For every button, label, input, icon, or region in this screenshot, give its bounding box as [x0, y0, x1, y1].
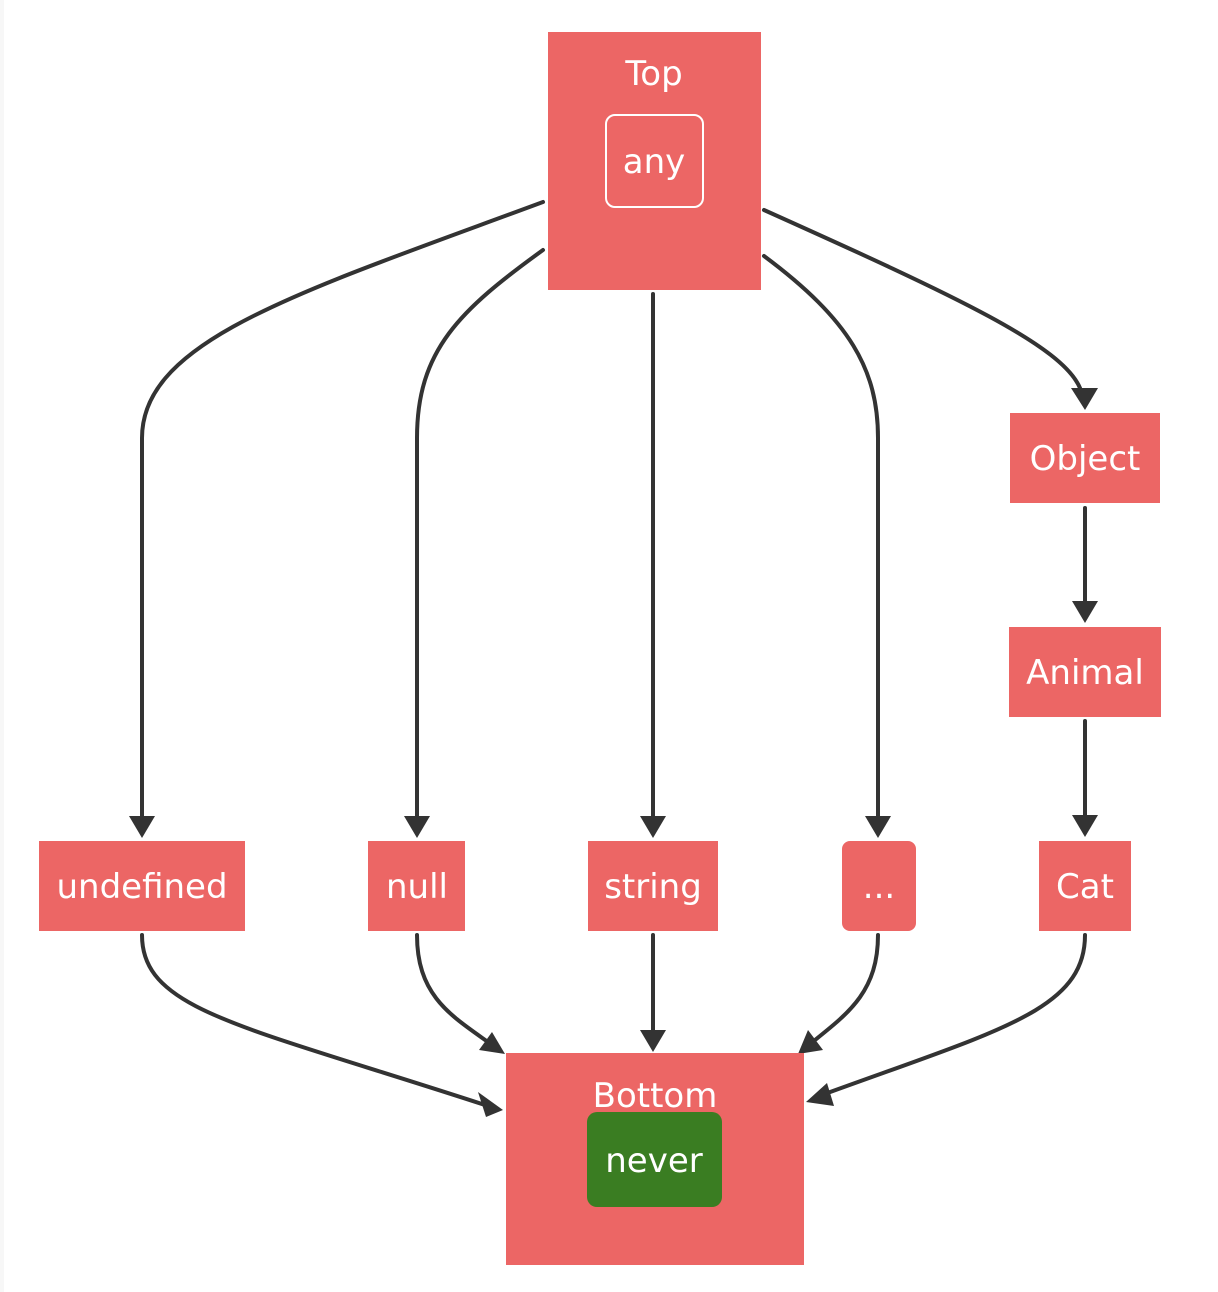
node-never-label: never: [605, 1141, 703, 1181]
node-object-label: Object: [1030, 439, 1141, 479]
node-string-label: string: [604, 867, 702, 907]
node-ellipsis-box: [842, 841, 916, 931]
node-object[interactable]: Object: [1010, 413, 1160, 503]
arrow-ellipsis: [865, 816, 891, 838]
node-cat[interactable]: Cat: [1039, 841, 1131, 931]
arrow-cat: [1072, 815, 1098, 837]
node-undefined-label: undefined: [56, 867, 227, 907]
arrow-undefined: [129, 816, 155, 838]
arrow-never-from-undefined: [478, 1092, 503, 1117]
top-group-title: Top: [624, 54, 682, 94]
node-any-label: any: [623, 142, 686, 182]
edge-null-never: [415, 933, 490, 1044]
node-any[interactable]: any: [605, 114, 704, 208]
edge-undefined-never: [140, 933, 487, 1107]
arrow-string: [640, 816, 666, 838]
arrow-null: [404, 816, 430, 838]
arrow-animal: [1072, 601, 1098, 623]
node-null-box: [368, 841, 465, 931]
node-undefined[interactable]: undefined: [39, 841, 245, 931]
edge-ellipsis-never: [813, 933, 880, 1042]
node-cat-label: Cat: [1056, 867, 1114, 907]
node-any-box: [605, 114, 704, 208]
top-group: Top any: [548, 32, 761, 290]
arrow-never-from-cat: [806, 1083, 834, 1106]
node-animal[interactable]: Animal: [1009, 627, 1161, 717]
node-undefined-box: [39, 841, 245, 931]
edges: [129, 200, 1098, 1117]
node-null[interactable]: null: [368, 841, 465, 931]
node-animal-label: Animal: [1026, 653, 1144, 693]
arrow-never-from-string: [640, 1030, 666, 1052]
arrow-object: [1071, 388, 1098, 410]
node-string[interactable]: string: [588, 841, 718, 931]
arrow-never-from-null: [479, 1032, 505, 1054]
edge-any-ellipsis: [762, 254, 880, 820]
arrow-never-from-ellipsis: [798, 1030, 823, 1054]
node-cat-box: [1039, 841, 1131, 931]
edge-cat-never: [820, 933, 1087, 1097]
edge-any-null: [415, 248, 545, 820]
bottom-group-title: Bottom: [593, 1076, 718, 1116]
node-null-label: null: [386, 867, 448, 907]
node-ellipsis-label: ...: [863, 867, 895, 907]
node-string-box: [588, 841, 718, 931]
edge-any-object: [762, 208, 1082, 390]
bottom-group: Bottom never: [506, 1053, 804, 1265]
node-never-box: [587, 1112, 722, 1207]
node-ellipsis[interactable]: ...: [842, 841, 916, 931]
left-edge-strip: [0, 0, 4, 1292]
node-object-box: [1010, 413, 1160, 503]
edge-any-undefined: [140, 200, 545, 832]
node-animal-box: [1009, 627, 1161, 717]
node-never[interactable]: never: [587, 1112, 722, 1207]
